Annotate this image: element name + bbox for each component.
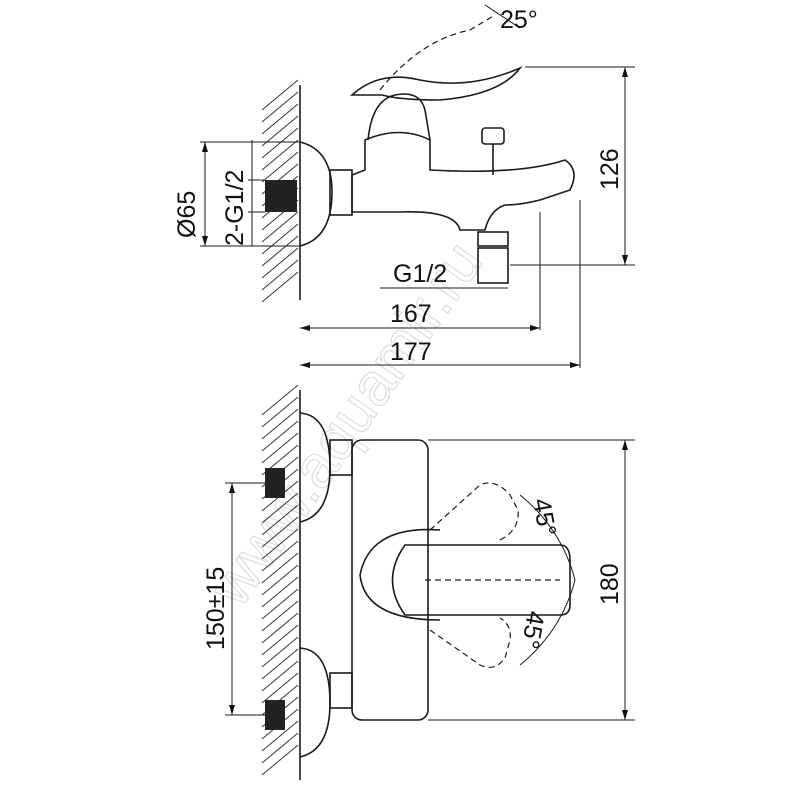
hatch-line [261, 408, 299, 440]
lever-front [391, 544, 571, 616]
hatch-line [261, 564, 299, 596]
inlet-pipe-lower [265, 700, 285, 730]
diverter-knob [481, 127, 505, 145]
total-length-label: 177 [390, 338, 432, 366]
hatch-line [261, 516, 299, 548]
hatch-line [261, 660, 299, 692]
hatch-line [261, 552, 299, 584]
rotation-up-label: 45° [527, 496, 561, 538]
hatch-line [261, 624, 299, 656]
faucet-body [351, 131, 575, 231]
diameter-label: Ø65 [173, 191, 201, 238]
hatch-line [261, 528, 299, 560]
hatch-line [261, 648, 299, 680]
outlet-thread-label: G1/2 [393, 260, 447, 288]
hatch-line [261, 151, 299, 183]
hatch-line [261, 79, 299, 111]
hatch-line [261, 612, 299, 644]
nut [329, 169, 353, 216]
hatch-line [261, 600, 299, 632]
escutcheon-lower [299, 647, 331, 758]
hatch-line [261, 576, 299, 608]
hatch-line [261, 420, 299, 452]
inlet-thread-label: 2-G1/2 [221, 170, 249, 246]
rotation-down-label: 45° [516, 609, 550, 651]
hatch-line [261, 432, 299, 464]
spout-length-label: 167 [390, 300, 432, 328]
hatch-line [261, 744, 299, 776]
faucet-body-front [351, 439, 429, 721]
hatch-line [261, 492, 299, 524]
hatch-line [261, 211, 299, 243]
lever-up-position [429, 482, 519, 541]
hatch-line [261, 103, 299, 135]
outlet [477, 231, 509, 247]
hatch-line [261, 588, 299, 620]
hatch-line [261, 127, 299, 159]
angle-label: 25° [500, 6, 538, 34]
hatch-line [261, 504, 299, 536]
lever-down-position [429, 617, 511, 668]
hatch-line [261, 384, 299, 416]
hatch-line [261, 235, 299, 267]
hatch-line [261, 636, 299, 668]
side-view: 25° 167 177 G1/2 126 Ø65 2-G1/2 [173, 4, 635, 368]
hatch-line [261, 732, 299, 764]
hatch-line [261, 271, 299, 303]
inlet-pipe-upper [265, 468, 285, 498]
lever-base [359, 528, 441, 621]
escutcheon [299, 141, 333, 247]
height-label-front: 180 [596, 563, 624, 605]
hatch-line [261, 247, 299, 279]
hatch-line [261, 672, 299, 704]
hatch-line [261, 259, 299, 291]
hatch-line [261, 540, 299, 572]
inlet-pipe [265, 180, 297, 212]
lever [349, 66, 523, 141]
front-view: 45° 45° 180 150±15 [202, 384, 635, 780]
hatch-line [261, 91, 299, 123]
hatch-line [261, 720, 299, 752]
center-distance-label: 150±15 [202, 567, 230, 650]
hatch-line [261, 139, 299, 171]
hatch-line [261, 223, 299, 255]
hatch-line [261, 115, 299, 147]
hatch-line [261, 396, 299, 428]
height-label: 126 [596, 148, 624, 190]
